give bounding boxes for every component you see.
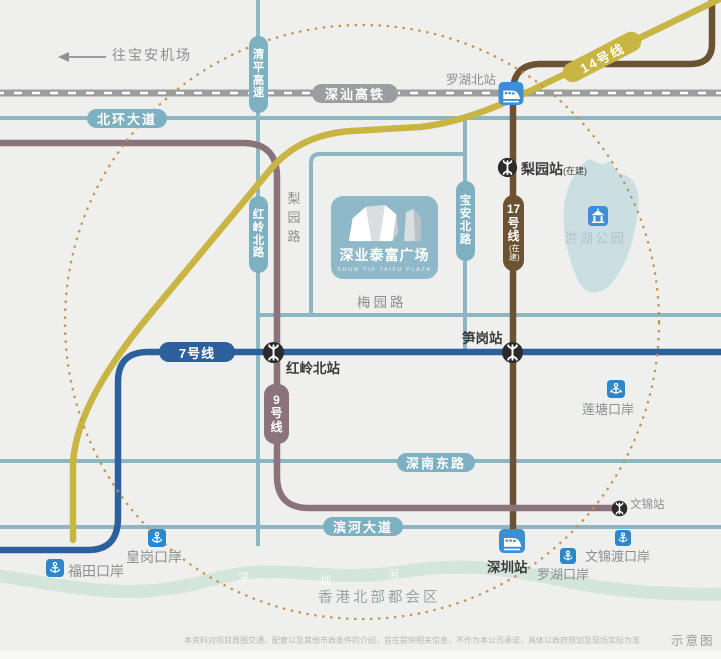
station-label-liyuan: 梨园站(在建) <box>521 161 587 177</box>
port-icon-huanggang <box>148 529 166 547</box>
river-name-char: 河 <box>388 569 399 581</box>
metro-station-icon-wenjin <box>611 500 628 517</box>
river-name-char: 圳 <box>320 575 331 587</box>
station-label-wenjin: 文锦站 <box>630 499 665 511</box>
port-label-wenjindu: 文锦渡口岸 <box>585 549 651 564</box>
port-icon-futian <box>46 559 64 577</box>
map-disclaimer: 本资料对项目周围交通、配套以及其他市政条件的介绍，旨在提供相关信息，不作为本公司… <box>184 636 640 645</box>
project-subtitle: SHUM YIP TAIFU PLAZA <box>337 267 432 273</box>
road-label-binhe-avenue: 滨河大道 <box>323 517 403 536</box>
station-label-luohu-north: 罗湖北站 <box>446 73 497 87</box>
road-label-beihuan-avenue: 北环大道 <box>87 109 167 128</box>
metro-line14-path <box>69 0 721 544</box>
honghu-lake <box>563 159 639 293</box>
airport-arrow-icon <box>58 52 106 62</box>
port-label-luohu: 罗湖口岸 <box>537 567 590 582</box>
port-icon-wenjindu <box>615 530 631 546</box>
project-block: 深业泰富广场 SHUM YIP TAIFU PLAZA <box>331 196 438 279</box>
road-label-shennan-east: 深南东路 <box>397 453 475 472</box>
metro-line7-label: 7号线 <box>159 342 235 362</box>
port-label-futian: 福田口岸 <box>68 563 124 579</box>
airport-direction-label: 往宝安机场 <box>112 47 192 63</box>
port-icon-luohu <box>560 548 576 564</box>
metro-station-icon-hongling-north <box>262 341 285 364</box>
metro-station-icon-liyuan <box>497 157 518 178</box>
station-label-shenzhen: 深圳站 <box>487 560 528 575</box>
port-label-liantang: 莲塘口岸 <box>582 402 635 417</box>
metro-station-icon-sungang <box>501 341 524 364</box>
bottom-margin <box>0 651 721 659</box>
road-label-qingping-expressway: 清平高速 <box>249 36 268 113</box>
metro-line7-path <box>0 348 721 554</box>
radius-circle <box>63 23 661 621</box>
park-icon-honghu <box>588 206 608 226</box>
road-label-baoan-north: 宝安北路 <box>456 181 475 261</box>
schematic-note: 示意图 <box>671 634 715 648</box>
road-label-hongling-north: 红岭北路 <box>249 196 268 273</box>
road-label-liyuan: 梨园路 <box>287 191 301 244</box>
river-name-char: 深 <box>238 572 249 584</box>
port-label-huanggang: 皇岗口岸 <box>126 549 182 565</box>
shenzhen-river <box>0 560 721 601</box>
park-label-honghu: 洪湖公园 <box>564 231 626 246</box>
project-name: 深业泰富广场 <box>339 247 430 263</box>
metro-line9-label: 9号线 <box>264 384 289 444</box>
road-label-meiyuan: 梅园路 <box>357 295 407 310</box>
rail-label-shenshan-hsr: 深汕高铁 <box>312 84 398 103</box>
station-label-sungang: 笋岗站 <box>462 331 503 346</box>
metro-line17-path <box>509 0 716 538</box>
port-icon-liantang <box>607 380 625 398</box>
hsr-station-icon-luohu-north <box>498 82 524 105</box>
metro-line9-path <box>0 139 619 512</box>
rail-station-icon-shenzhen <box>499 529 525 553</box>
metro-line17-label: 17号线 (在建) <box>503 195 524 271</box>
station-label-hongling-north: 红岭北站 <box>286 361 340 376</box>
region-label-hk-metropolis: 香港北部都会区 <box>318 590 441 606</box>
project-building-icon <box>348 204 421 242</box>
